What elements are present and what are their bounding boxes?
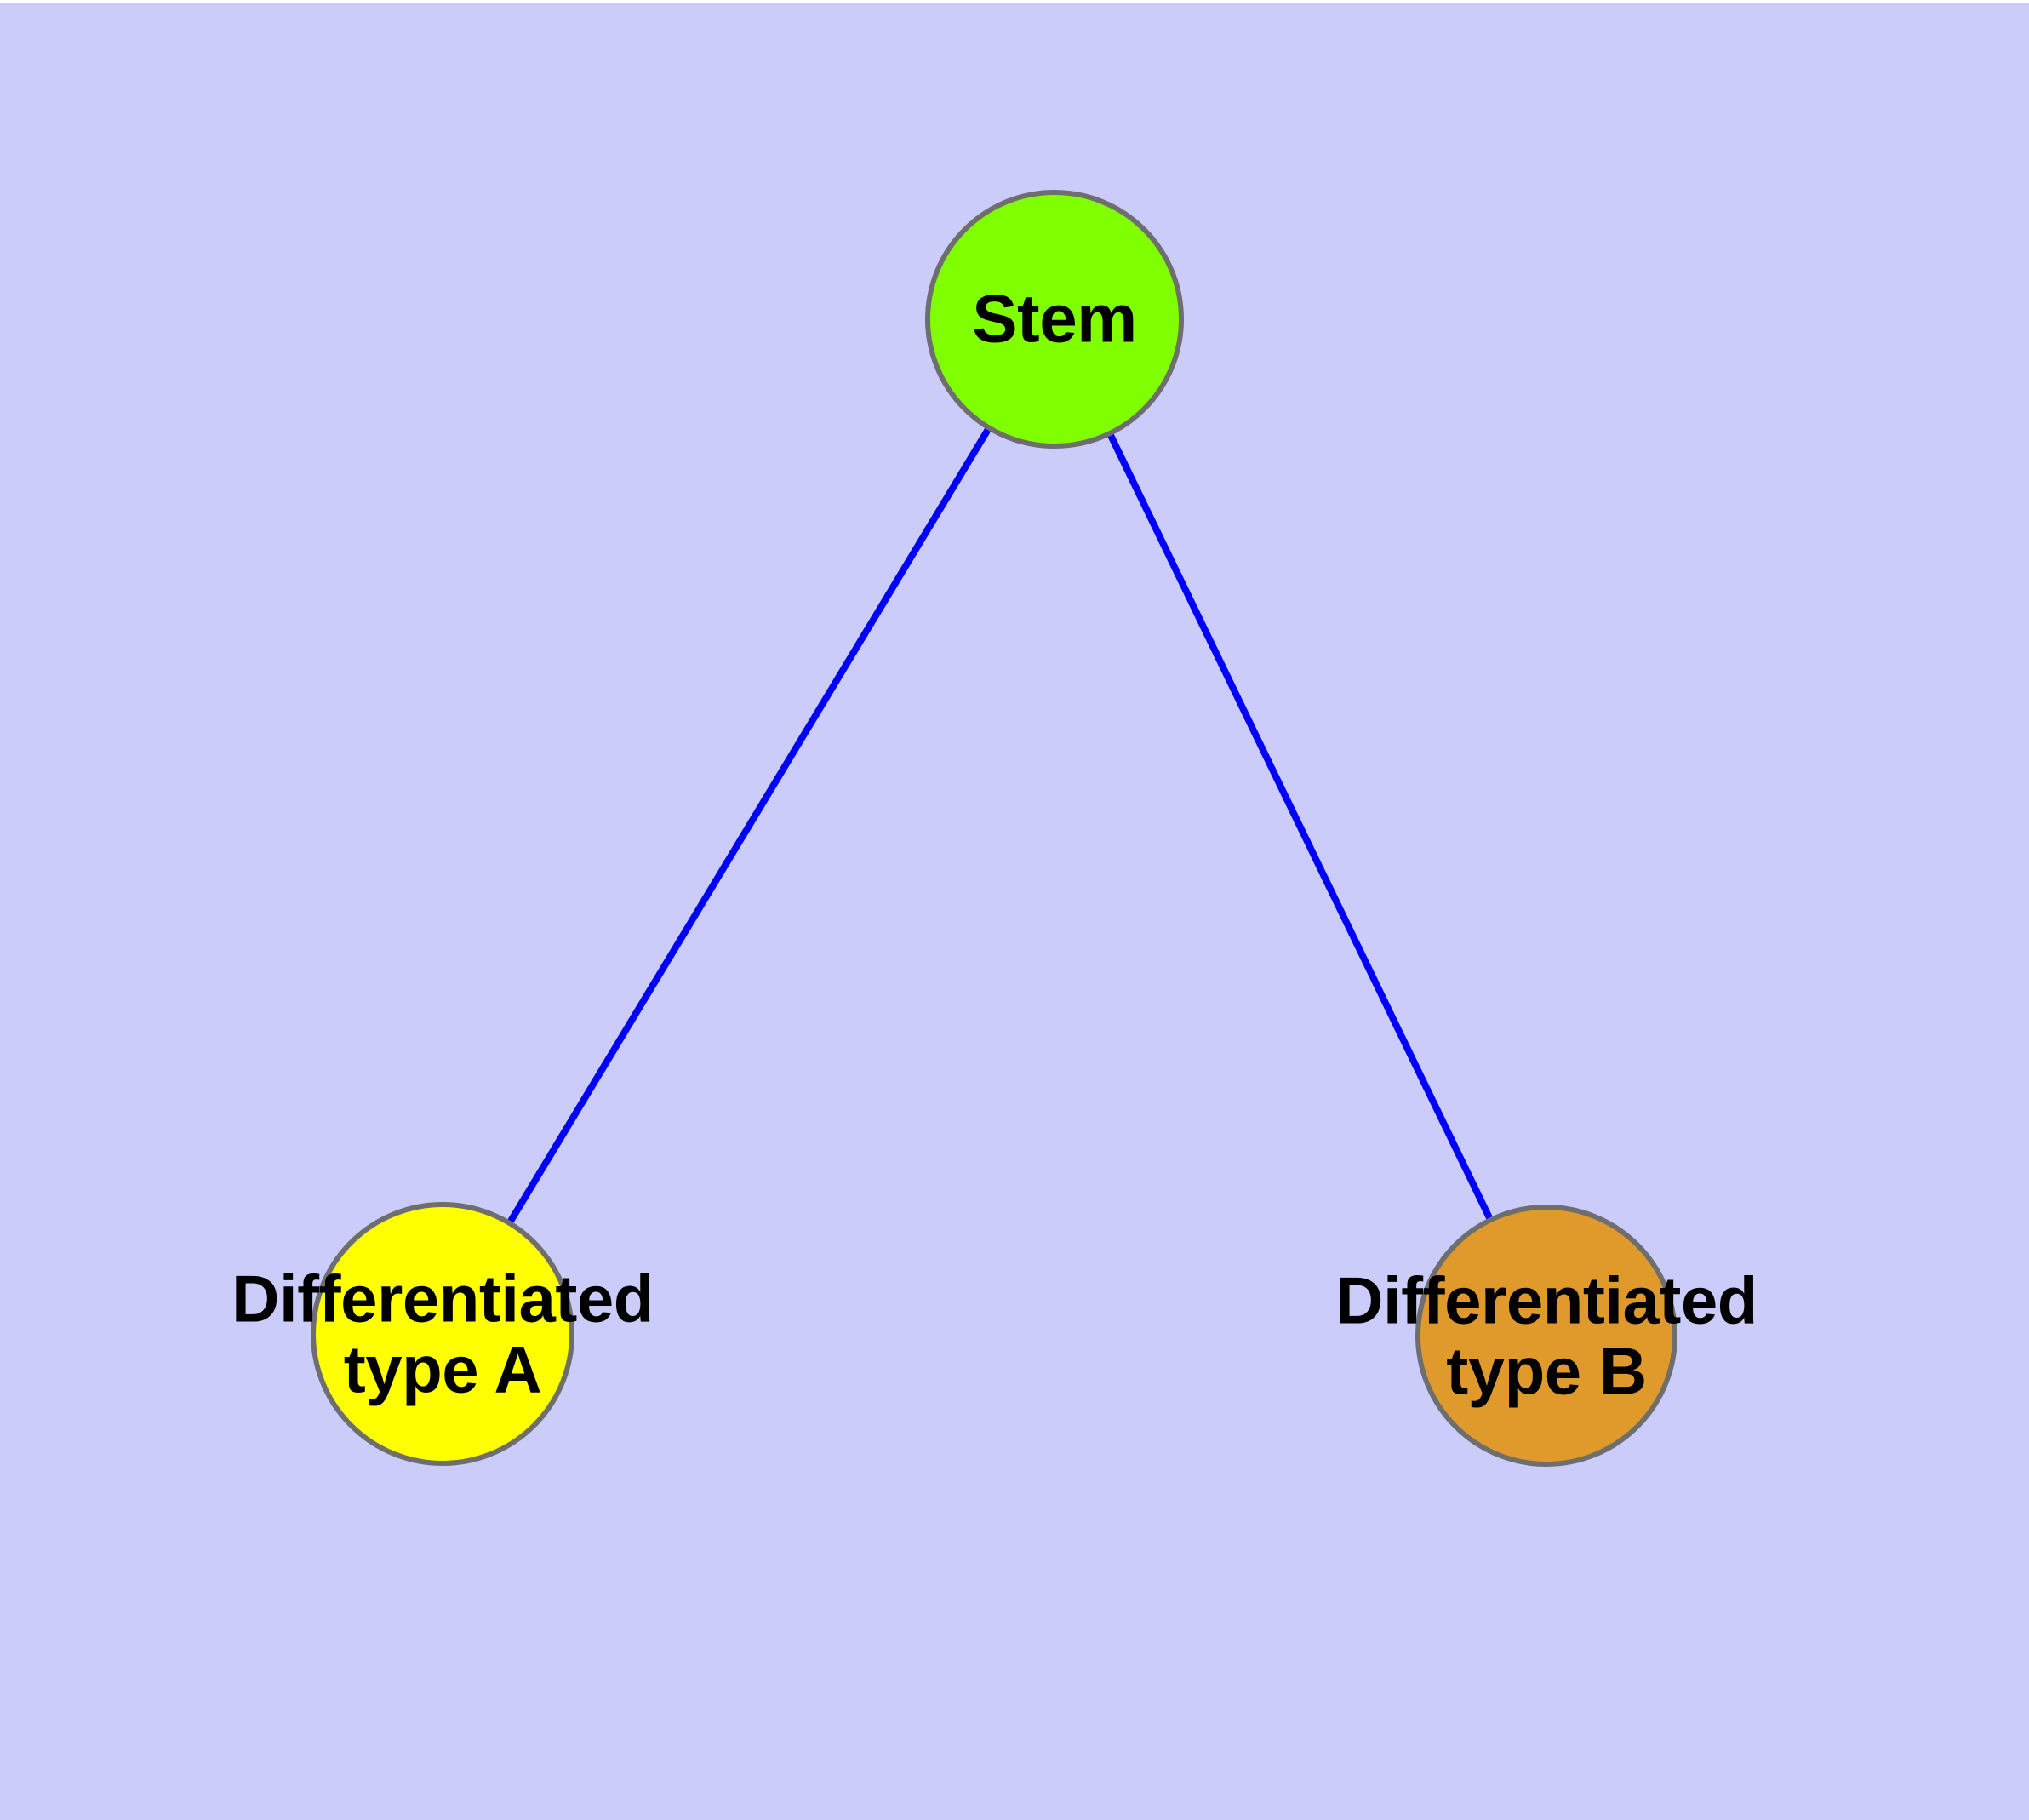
edge-stem-to-differentiated-type-b[interactable]: [1051, 318, 1550, 1337]
node-circle-differentiated-type-b[interactable]: [1415, 1205, 1677, 1467]
node-circle-differentiated-type-a[interactable]: [311, 1202, 574, 1466]
nodes-layer: [311, 190, 1677, 1467]
edge-stem-to-differentiated-type-a[interactable]: [439, 317, 1058, 1336]
edges-layer: [439, 317, 1550, 1337]
node-circle-stem[interactable]: [925, 190, 1184, 449]
